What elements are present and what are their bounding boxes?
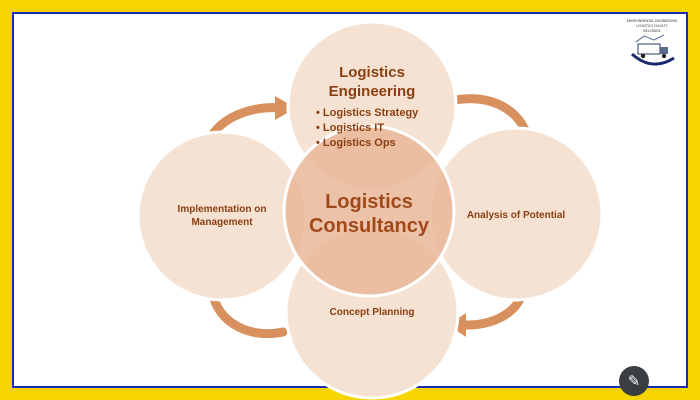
circle-left bbox=[136, 130, 308, 302]
top-title-line2: Engineering bbox=[329, 83, 416, 100]
logo-text-line2: LOGISTICS FACULTY bbox=[636, 24, 667, 28]
top-bullet-1: • Logistics Strategy bbox=[316, 107, 419, 119]
center-title-line2: Consultancy bbox=[309, 215, 430, 237]
left-label-line2: Management bbox=[191, 217, 253, 228]
bottom-label: Concept Planning bbox=[330, 307, 415, 318]
top-title-line1: Logistics bbox=[339, 64, 405, 81]
left-label-line1: Implementation on bbox=[178, 204, 267, 215]
logo-text-line3: BELGRADE bbox=[643, 29, 660, 33]
faculty-logo: ENVIRONMENTAL ENGINEERING LOGISTICS FACU… bbox=[627, 19, 678, 66]
arrowhead-top-left bbox=[275, 96, 296, 120]
truck-emblem-icon bbox=[630, 34, 675, 66]
logo-text-line1: ENVIRONMENTAL ENGINEERING bbox=[627, 19, 678, 23]
circle-center bbox=[282, 124, 456, 298]
center-title-line1: Logistics bbox=[325, 191, 413, 213]
top-bullet-3: • Logistics Ops bbox=[316, 137, 396, 149]
right-label: Analysis of Potential bbox=[467, 210, 566, 221]
top-bullet-2: • Logistics IT bbox=[316, 122, 384, 134]
magic-wand-icon[interactable]: ✎ bbox=[619, 366, 649, 396]
